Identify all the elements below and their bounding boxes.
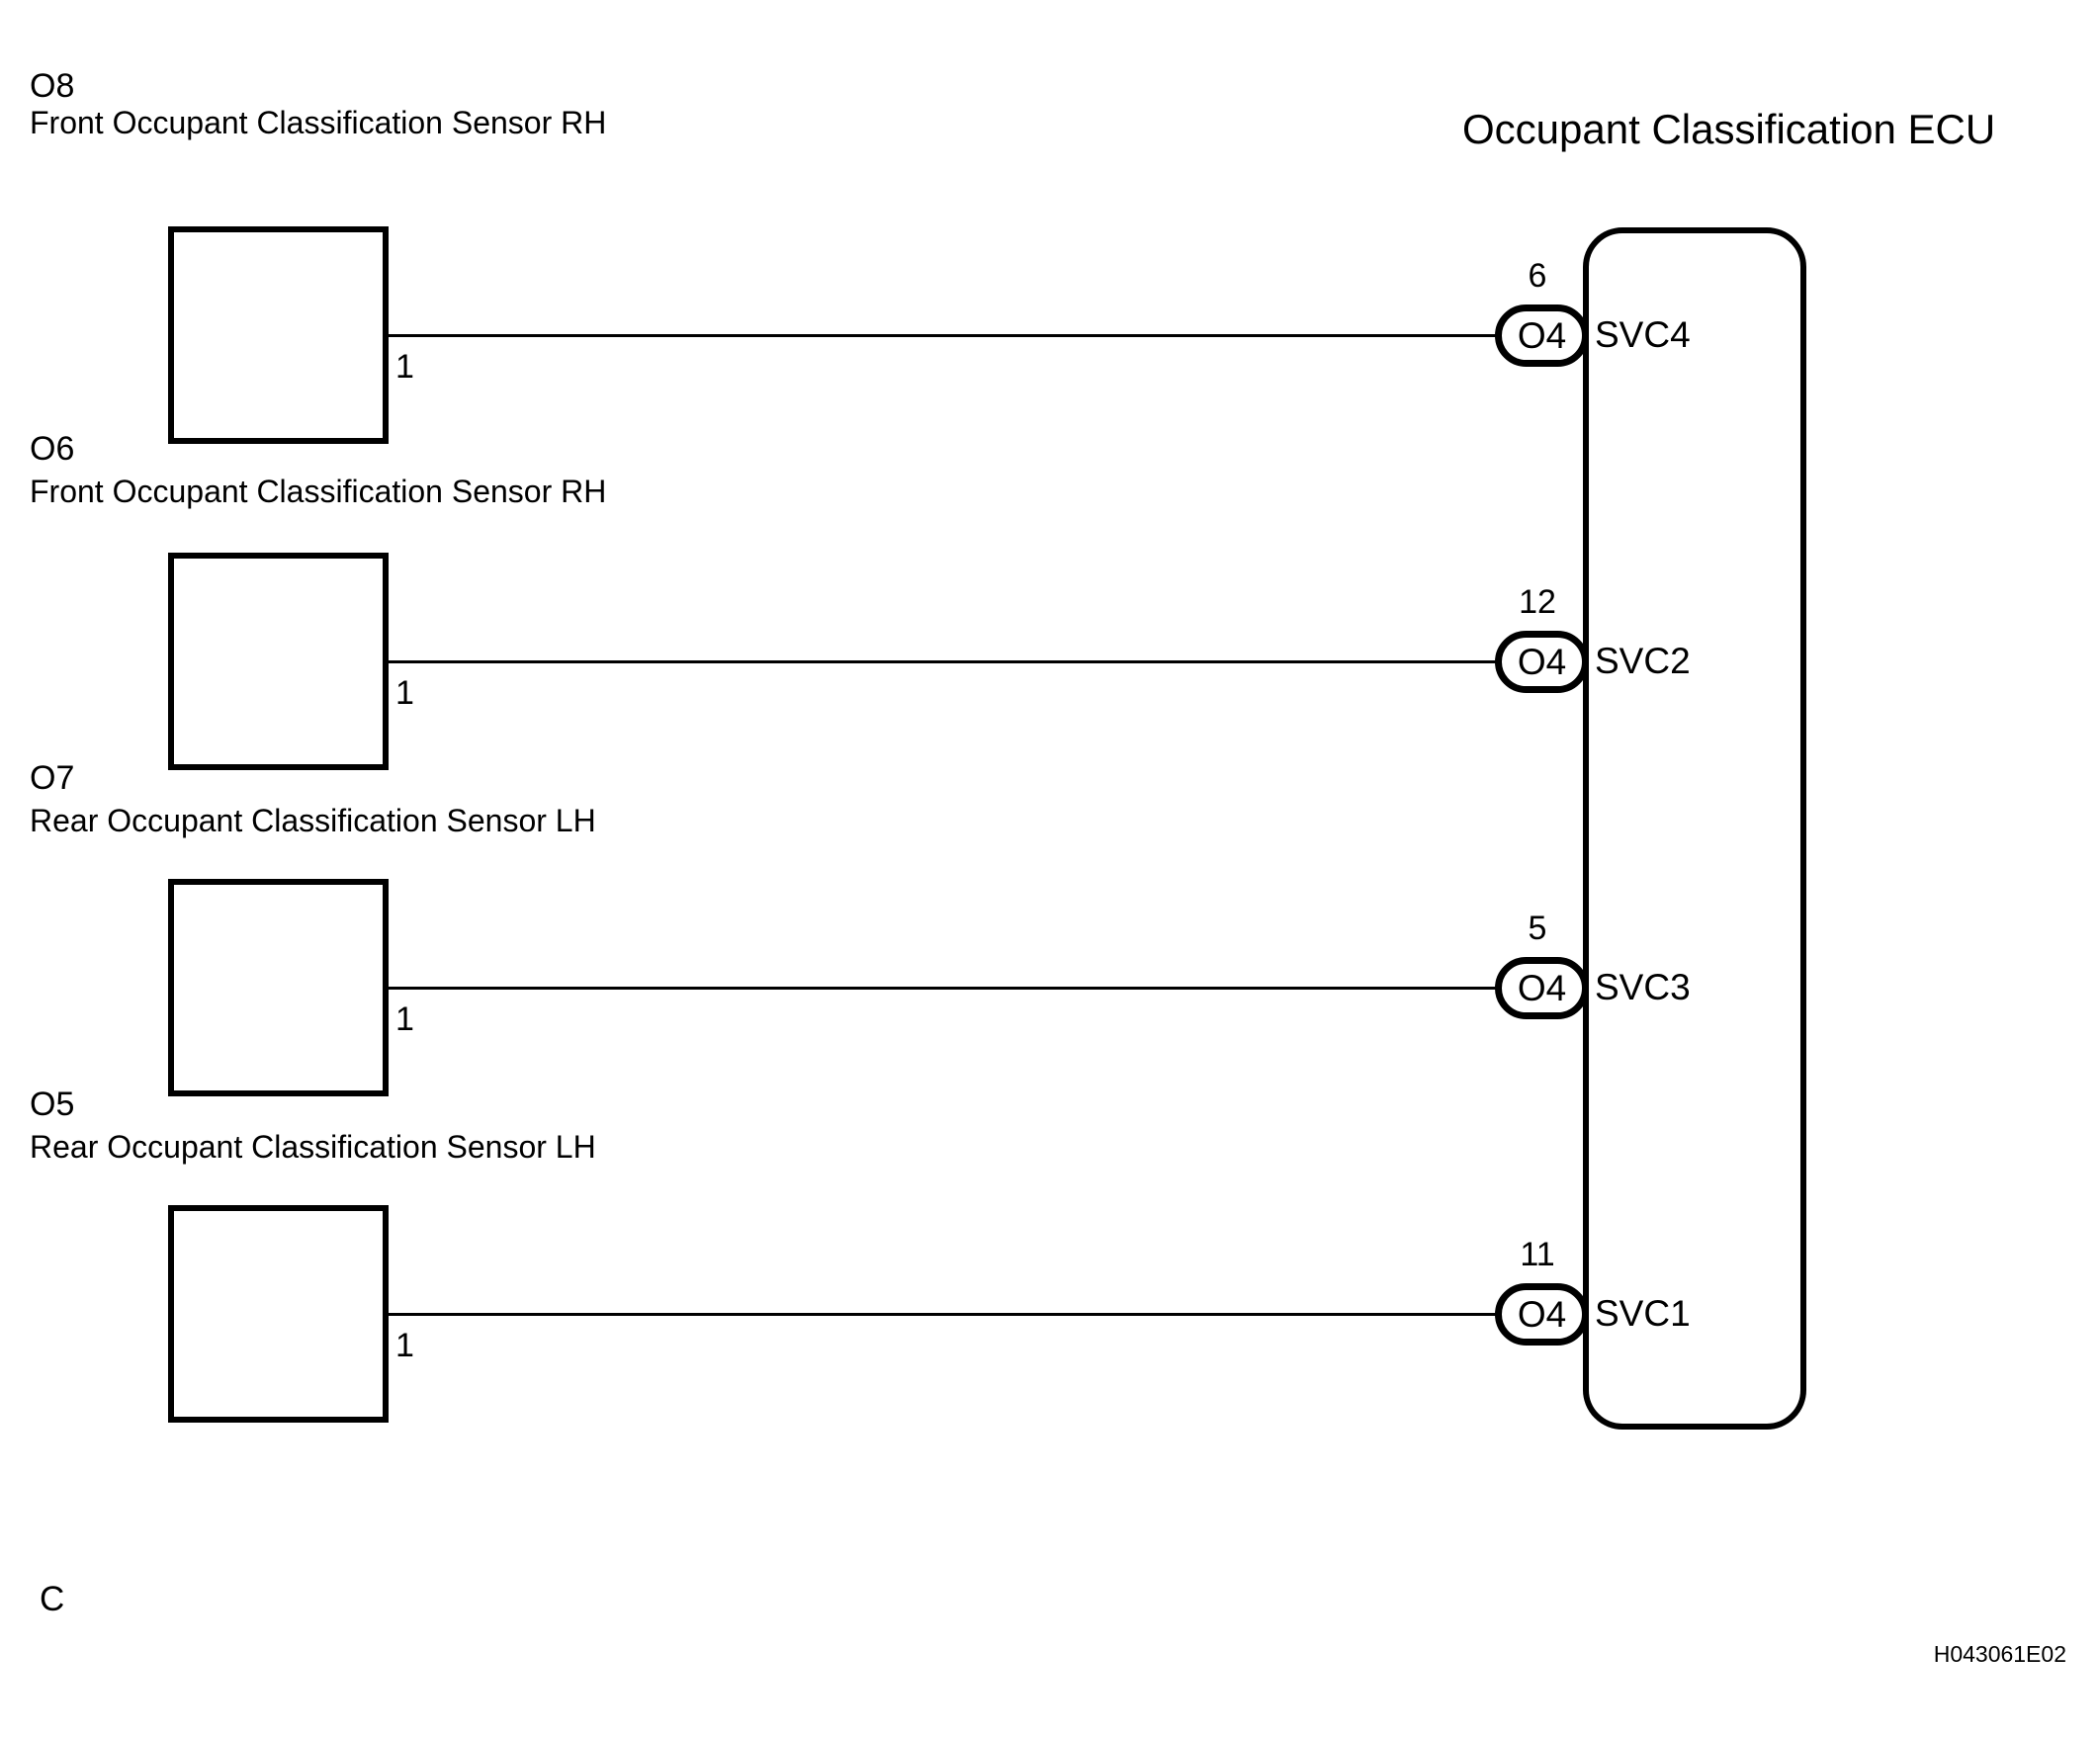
wire [388, 1313, 1497, 1316]
signal-label: SVC2 [1595, 641, 1691, 681]
signal-label: SVC3 [1595, 967, 1691, 1007]
sensor-name-label: Front Occupant Classification Sensor RH [30, 474, 607, 509]
sensor-id-label: O8 [30, 67, 75, 105]
footer-section-marker: C [40, 1580, 65, 1618]
sensor-box [168, 226, 389, 444]
sensor-box [168, 879, 389, 1096]
sensor-name-label: Rear Occupant Classification Sensor LH [30, 1129, 596, 1165]
connector-oval: O4 [1495, 304, 1589, 367]
sensor-id-label: O6 [30, 430, 75, 468]
connector-oval: O4 [1495, 1283, 1589, 1346]
connector-oval: O4 [1495, 957, 1589, 1019]
sensor-pin-label: 1 [395, 674, 414, 712]
connector-label: O4 [1517, 642, 1567, 682]
wire [388, 987, 1497, 990]
wire [388, 334, 1497, 337]
sensor-name-label: Front Occupant Classification Sensor RH [30, 105, 607, 140]
ecu-pin-number: 11 [1520, 1236, 1555, 1273]
sensor-box [168, 553, 389, 770]
ecu-pin-number: 12 [1519, 583, 1556, 621]
ecu-outline [1583, 227, 1806, 1430]
wire [388, 660, 1497, 663]
connector-label: O4 [1517, 968, 1567, 1008]
sensor-id-label: O7 [30, 759, 75, 797]
ecu-pin-number: 6 [1528, 257, 1547, 295]
sensor-pin-label: 1 [395, 1000, 414, 1038]
sensor-name-label: Rear Occupant Classification Sensor LH [30, 803, 596, 838]
ecu-title: Occupant Classification ECU [1462, 106, 1996, 152]
sensor-id-label: O5 [30, 1086, 75, 1123]
figure-code: H043061E02 [1933, 1641, 2066, 1667]
signal-label: SVC1 [1595, 1293, 1691, 1334]
sensor-pin-label: 1 [395, 348, 414, 386]
ecu-pin-number: 5 [1528, 910, 1547, 947]
connector-label: O4 [1517, 1294, 1567, 1335]
connector-label: O4 [1517, 315, 1567, 356]
connector-oval: O4 [1495, 631, 1589, 693]
sensor-pin-label: 1 [395, 1327, 414, 1364]
sensor-box [168, 1205, 389, 1423]
signal-label: SVC4 [1595, 314, 1691, 355]
